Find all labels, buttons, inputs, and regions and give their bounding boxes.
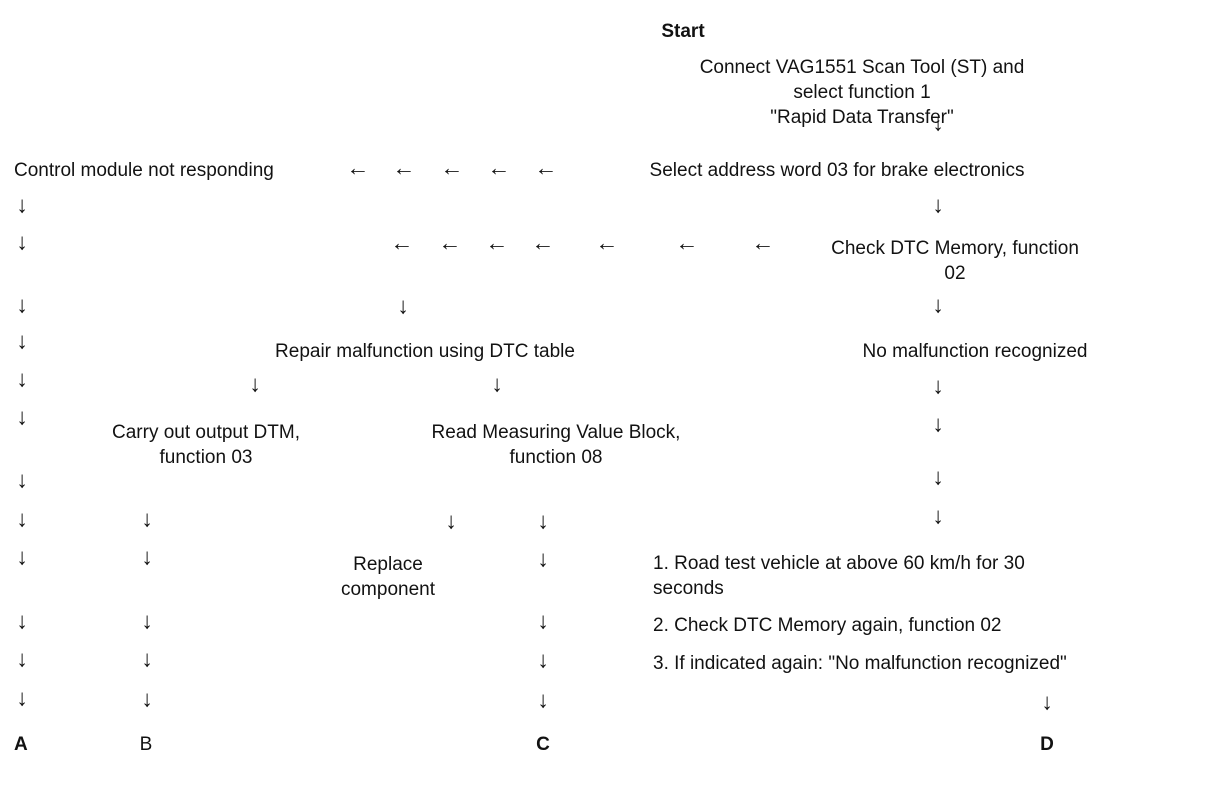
step-control-module-not-responding: Control module not responding [14,160,274,181]
step-connect-scan-tool: Connect VAG1551 Scan Tool (ST) and selec… [699,57,1025,128]
arrow-down-icon: ↓ [1041,688,1053,715]
branch-label-c: C [536,734,550,755]
arrow-down-icon: ↓ [249,370,261,397]
arrow-down-icon: ↓ [537,607,549,634]
step-road-test-item-1: 1. Road test vehicle at above 60 km/h fo… [653,553,1025,599]
arrow-down-icon: ↓ [537,686,549,713]
branch-label-b: B [139,734,153,755]
branch-label-d: D [1040,734,1054,755]
arrow-down-icon: ↓ [141,645,153,672]
step-road-test-item-2: 2. Check DTC Memory again, function 02 [653,615,1002,636]
arrow-down-icon: ↓ [16,645,28,672]
arrow-down-icon: ↓ [141,543,153,570]
arrow-down-icon: ↓ [537,646,549,673]
arrow-left-icon: ← [485,229,509,256]
step-repair-malfunction: Repair malfunction using DTC table [275,341,575,362]
arrow-down-icon: ↓ [932,191,944,218]
arrow-down-icon: ↓ [16,327,28,354]
step-select-address-word: Select address word 03 for brake electro… [649,160,1025,181]
arrow-down-icon: ↓ [16,466,28,493]
arrow-left-icon: ← [534,154,558,181]
arrow-down-icon: ↓ [445,507,457,534]
step-carry-out-output-dtm: Carry out output DTM, function 03 [112,422,300,468]
arrow-down-icon: ↓ [932,502,944,529]
arrow-down-icon: ↓ [16,291,28,318]
arrow-down-icon: ↓ [16,684,28,711]
arrow-left-icon: ← [487,154,511,181]
arrow-down-icon: ↓ [537,545,549,572]
arrow-down-icon: ↓ [932,109,944,136]
arrow-down-icon: ↓ [491,370,503,397]
arrow-down-icon: ↓ [932,463,944,490]
arrow-left-icon: ← [346,154,370,181]
arrow-down-icon: ↓ [932,372,944,399]
step-no-malfunction: No malfunction recognized [862,341,1088,362]
arrow-left-icon: ← [390,229,414,256]
arrow-down-icon: ↓ [16,365,28,392]
arrow-down-icon: ↓ [16,191,28,218]
arrow-down-icon: ↓ [16,403,28,430]
arrow-left-icon: ← [531,229,555,256]
arrow-down-icon: ↓ [537,507,549,534]
step-check-dtc-memory: Check DTC Memory, function 02 [831,238,1079,284]
arrow-down-icon: ↓ [16,228,28,255]
arrow-left-icon: ← [595,229,619,256]
branch-label-a: A [14,734,28,755]
arrow-left-icon: ← [751,229,775,256]
arrow-left-icon: ← [440,154,464,181]
arrow-down-icon: ↓ [16,543,28,570]
arrow-down-icon: ↓ [16,505,28,532]
arrow-down-icon: ↓ [141,505,153,532]
arrow-left-icon: ← [392,154,416,181]
step-road-test-item-3: 3. If indicated again: "No malfunction r… [653,653,1067,674]
arrow-down-icon: ↓ [397,292,409,319]
arrow-down-icon: ↓ [141,607,153,634]
step-replace-component: Replace component [340,554,436,600]
arrow-down-icon: ↓ [932,410,944,437]
arrow-down-icon: ↓ [141,685,153,712]
arrow-down-icon: ↓ [16,607,28,634]
start-label: Start [661,21,705,42]
arrow-left-icon: ← [675,229,699,256]
arrow-left-icon: ← [438,229,462,256]
step-read-measuring-value-block: Read Measuring Value Block, function 08 [431,422,681,468]
arrow-down-icon: ↓ [932,291,944,318]
